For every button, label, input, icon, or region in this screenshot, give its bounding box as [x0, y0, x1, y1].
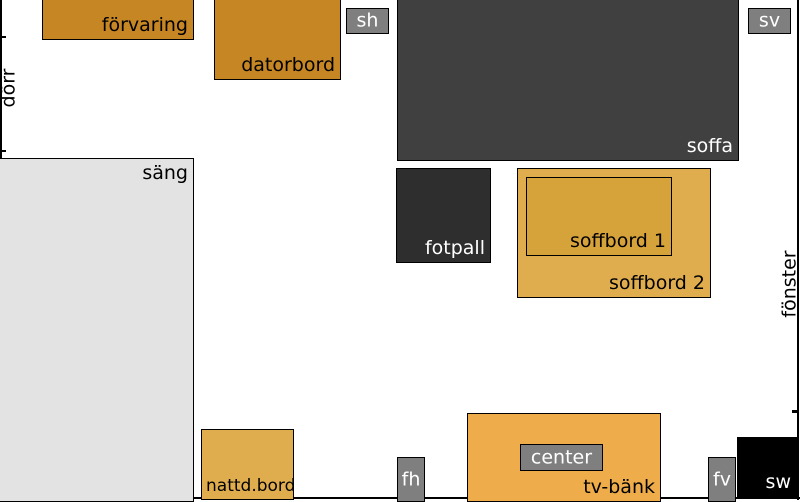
door-tick-bottom	[0, 150, 6, 152]
sofa: soffa	[397, 0, 739, 161]
coffee-table-1: soffbord 1	[526, 177, 672, 256]
speaker-front-right-label: fh	[401, 468, 421, 490]
window-label: fönster	[778, 250, 800, 318]
storage-label: förvaring	[101, 14, 188, 36]
storage: förvaring	[42, 0, 194, 40]
speaker-front-left-label: fv	[713, 468, 731, 490]
tv-bench-label: tv-bänk	[583, 476, 655, 498]
subwoofer: sw	[737, 437, 797, 497]
coffee-table-2-label: soffbord 2	[609, 272, 705, 294]
subwoofer-label: sw	[765, 471, 791, 493]
nightstand: nattd.bord	[201, 429, 296, 500]
speaker-rear-right-label: sh	[356, 9, 379, 32]
speaker-rear-left-label: sv	[758, 9, 781, 32]
speaker-front-right: fh	[397, 457, 425, 502]
window-tick	[792, 410, 798, 413]
speaker-rear-left: sv	[748, 8, 791, 34]
speaker-rear-right: sh	[346, 8, 389, 34]
computer-desk: datorbord	[214, 0, 341, 80]
footstool: fotpall	[396, 168, 491, 263]
nightstand-label: nattd.bord	[206, 476, 296, 496]
footstool-label: fotpall	[424, 237, 485, 259]
speaker-front-left: fv	[708, 457, 736, 502]
coffee-table-1-label: soffbord 1	[570, 230, 666, 252]
speaker-center: center	[520, 444, 603, 471]
speaker-center-label: center	[530, 446, 593, 468]
bed: säng	[0, 158, 194, 502]
computer-desk-label: datorbord	[241, 54, 335, 76]
door-label: dörr	[0, 68, 20, 108]
door-tick-top	[0, 36, 6, 38]
sofa-label: soffa	[686, 135, 733, 157]
bed-label: säng	[142, 162, 188, 184]
right-wall	[797, 0, 799, 500]
